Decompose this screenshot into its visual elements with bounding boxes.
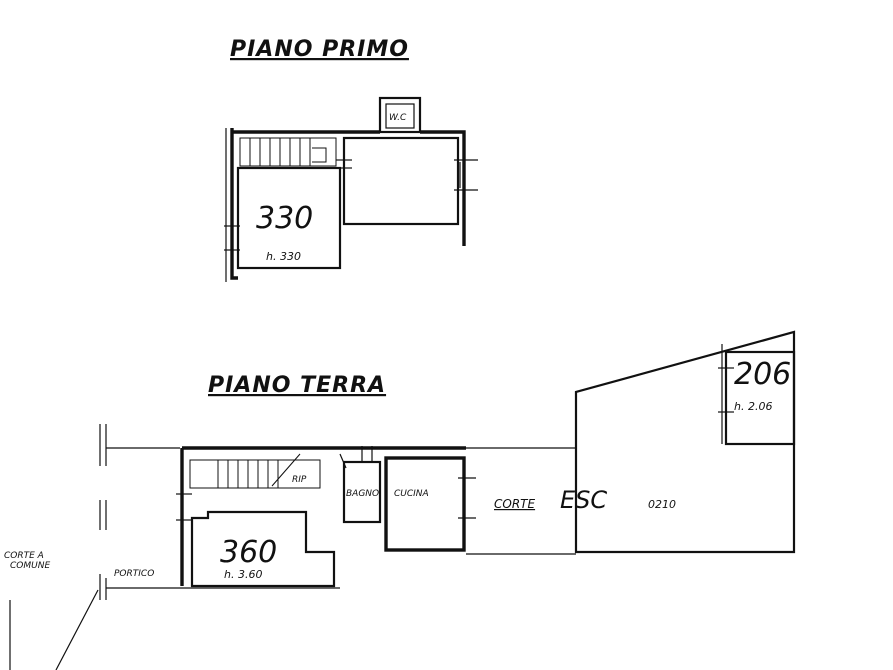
upper-room-330-size: 330 bbox=[256, 201, 313, 236]
upper-staircase bbox=[239, 137, 337, 167]
bagno-label: BAGNO bbox=[346, 489, 379, 499]
corte-common-label-1: CORTE A bbox=[4, 551, 44, 561]
ground-floor-plan: PORTICO CORTE A COMUNE RIP 360 h. 3.60 B… bbox=[4, 330, 796, 670]
corte-esc-area bbox=[574, 330, 796, 554]
upper-room-330-height: h. 330 bbox=[266, 250, 301, 263]
portico-label: PORTICO bbox=[114, 569, 154, 579]
cucina-room bbox=[384, 456, 466, 552]
wc-room bbox=[378, 96, 422, 134]
corte-label: CORTE bbox=[494, 497, 535, 511]
ground-floor-title: PIANO TERRA bbox=[208, 373, 386, 398]
rip-label: RIP bbox=[292, 475, 307, 485]
esc-label: ESC bbox=[560, 486, 607, 514]
upper-floor-title: PIANO PRIMO bbox=[230, 37, 409, 62]
upper-room-right bbox=[342, 136, 460, 226]
upper-floor-plan: W.C 330 h. 330 bbox=[224, 96, 478, 282]
ground-room-360-height: h. 3.60 bbox=[224, 568, 262, 581]
esc-suffix: 0210 bbox=[648, 498, 676, 511]
ground-room-360-size: 360 bbox=[220, 535, 277, 570]
corte-common-label-2: COMUNE bbox=[10, 561, 50, 571]
annex-206-size: 206 bbox=[734, 357, 791, 392]
wc-label: W.C bbox=[389, 113, 407, 123]
ground-room-360 bbox=[190, 510, 336, 588]
ground-staircase bbox=[189, 459, 321, 489]
annex-206-height: h. 2.06 bbox=[734, 400, 772, 413]
cucina-label: CUCINA bbox=[394, 489, 429, 499]
annex-room-206 bbox=[724, 350, 796, 446]
upper-room-330 bbox=[236, 166, 342, 270]
